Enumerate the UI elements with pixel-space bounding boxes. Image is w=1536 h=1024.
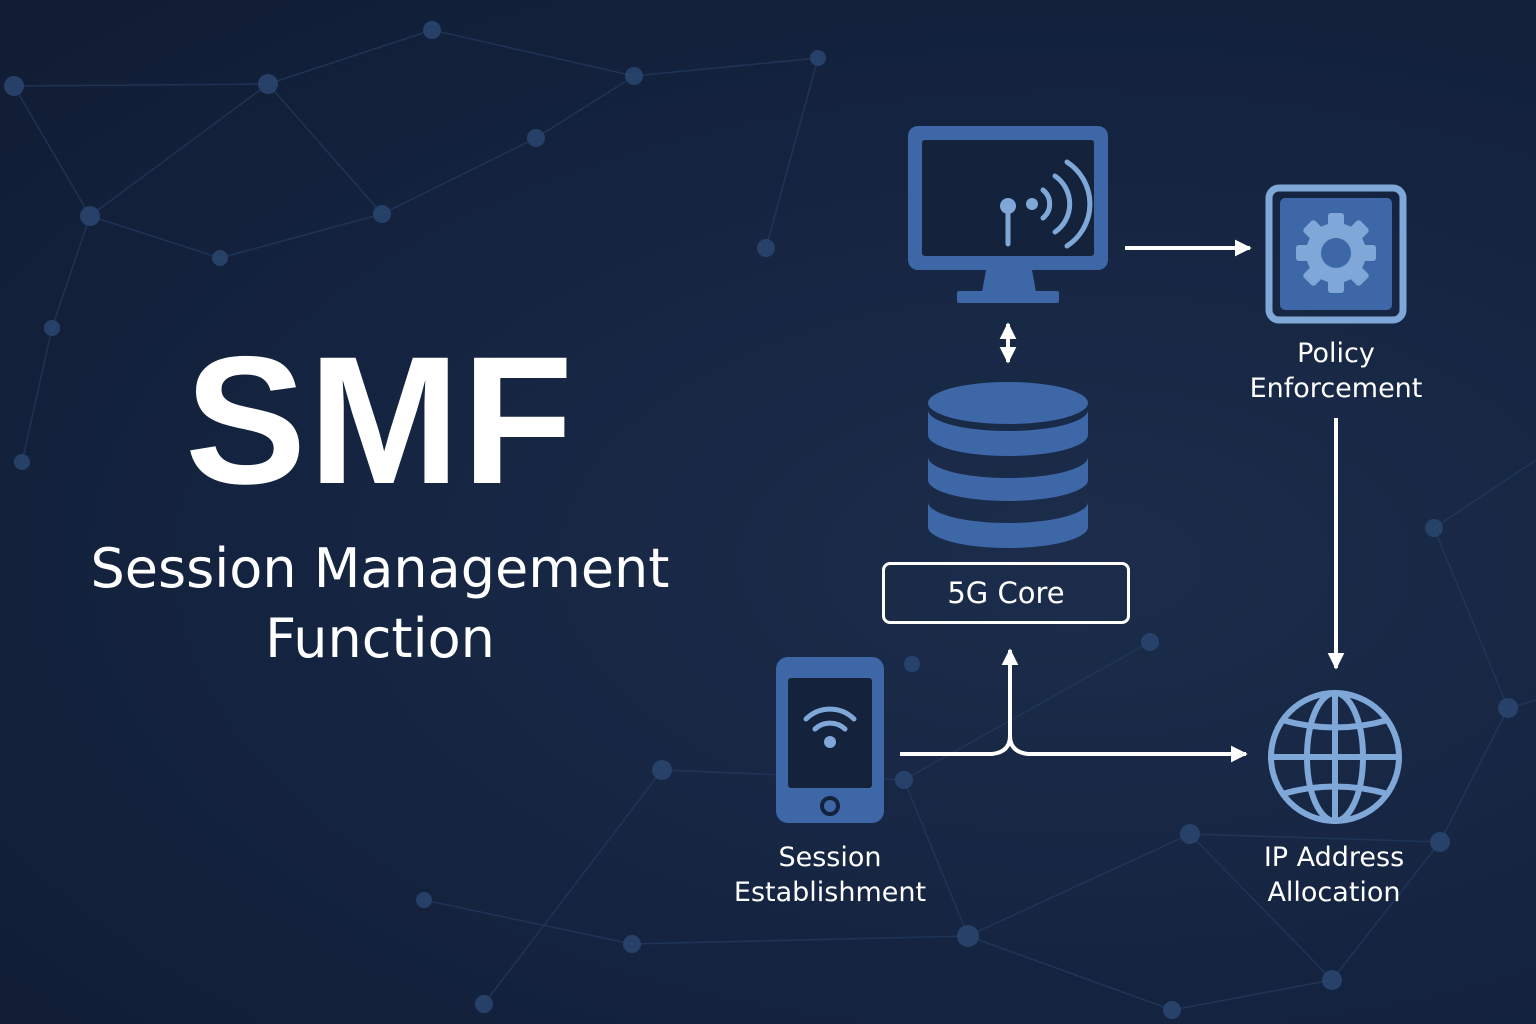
globe-icon: [1268, 690, 1402, 824]
page-title: SMF: [184, 318, 576, 522]
subtitle-line-1: Session Management: [90, 537, 670, 600]
database-icon: [928, 382, 1088, 548]
ip-label-line-2: Allocation: [1267, 877, 1401, 908]
session-establishment-label: Session Establishment: [700, 840, 960, 910]
session-connector: [900, 648, 1248, 763]
monitor-antenna-icon: [908, 126, 1108, 303]
session-label-line-2: Establishment: [733, 877, 927, 908]
smartphone-wifi-icon: [776, 657, 884, 823]
title-block: SMF Session Management Function: [40, 320, 720, 674]
session-label-line-1: Session: [778, 842, 882, 873]
ip-label-line-1: IP Address: [1263, 842, 1405, 873]
policy-label-line-2: Enforcement: [1249, 373, 1423, 404]
subtitle-line-2: Function: [265, 607, 495, 670]
ip-address-allocation-label: IP Address Allocation: [1204, 840, 1464, 910]
policy-label-line-1: Policy: [1297, 338, 1375, 369]
core-label-box: 5G Core: [882, 562, 1130, 624]
policy-enforcement-label: Policy Enforcement: [1206, 336, 1466, 406]
gear-icon: [1265, 184, 1407, 324]
